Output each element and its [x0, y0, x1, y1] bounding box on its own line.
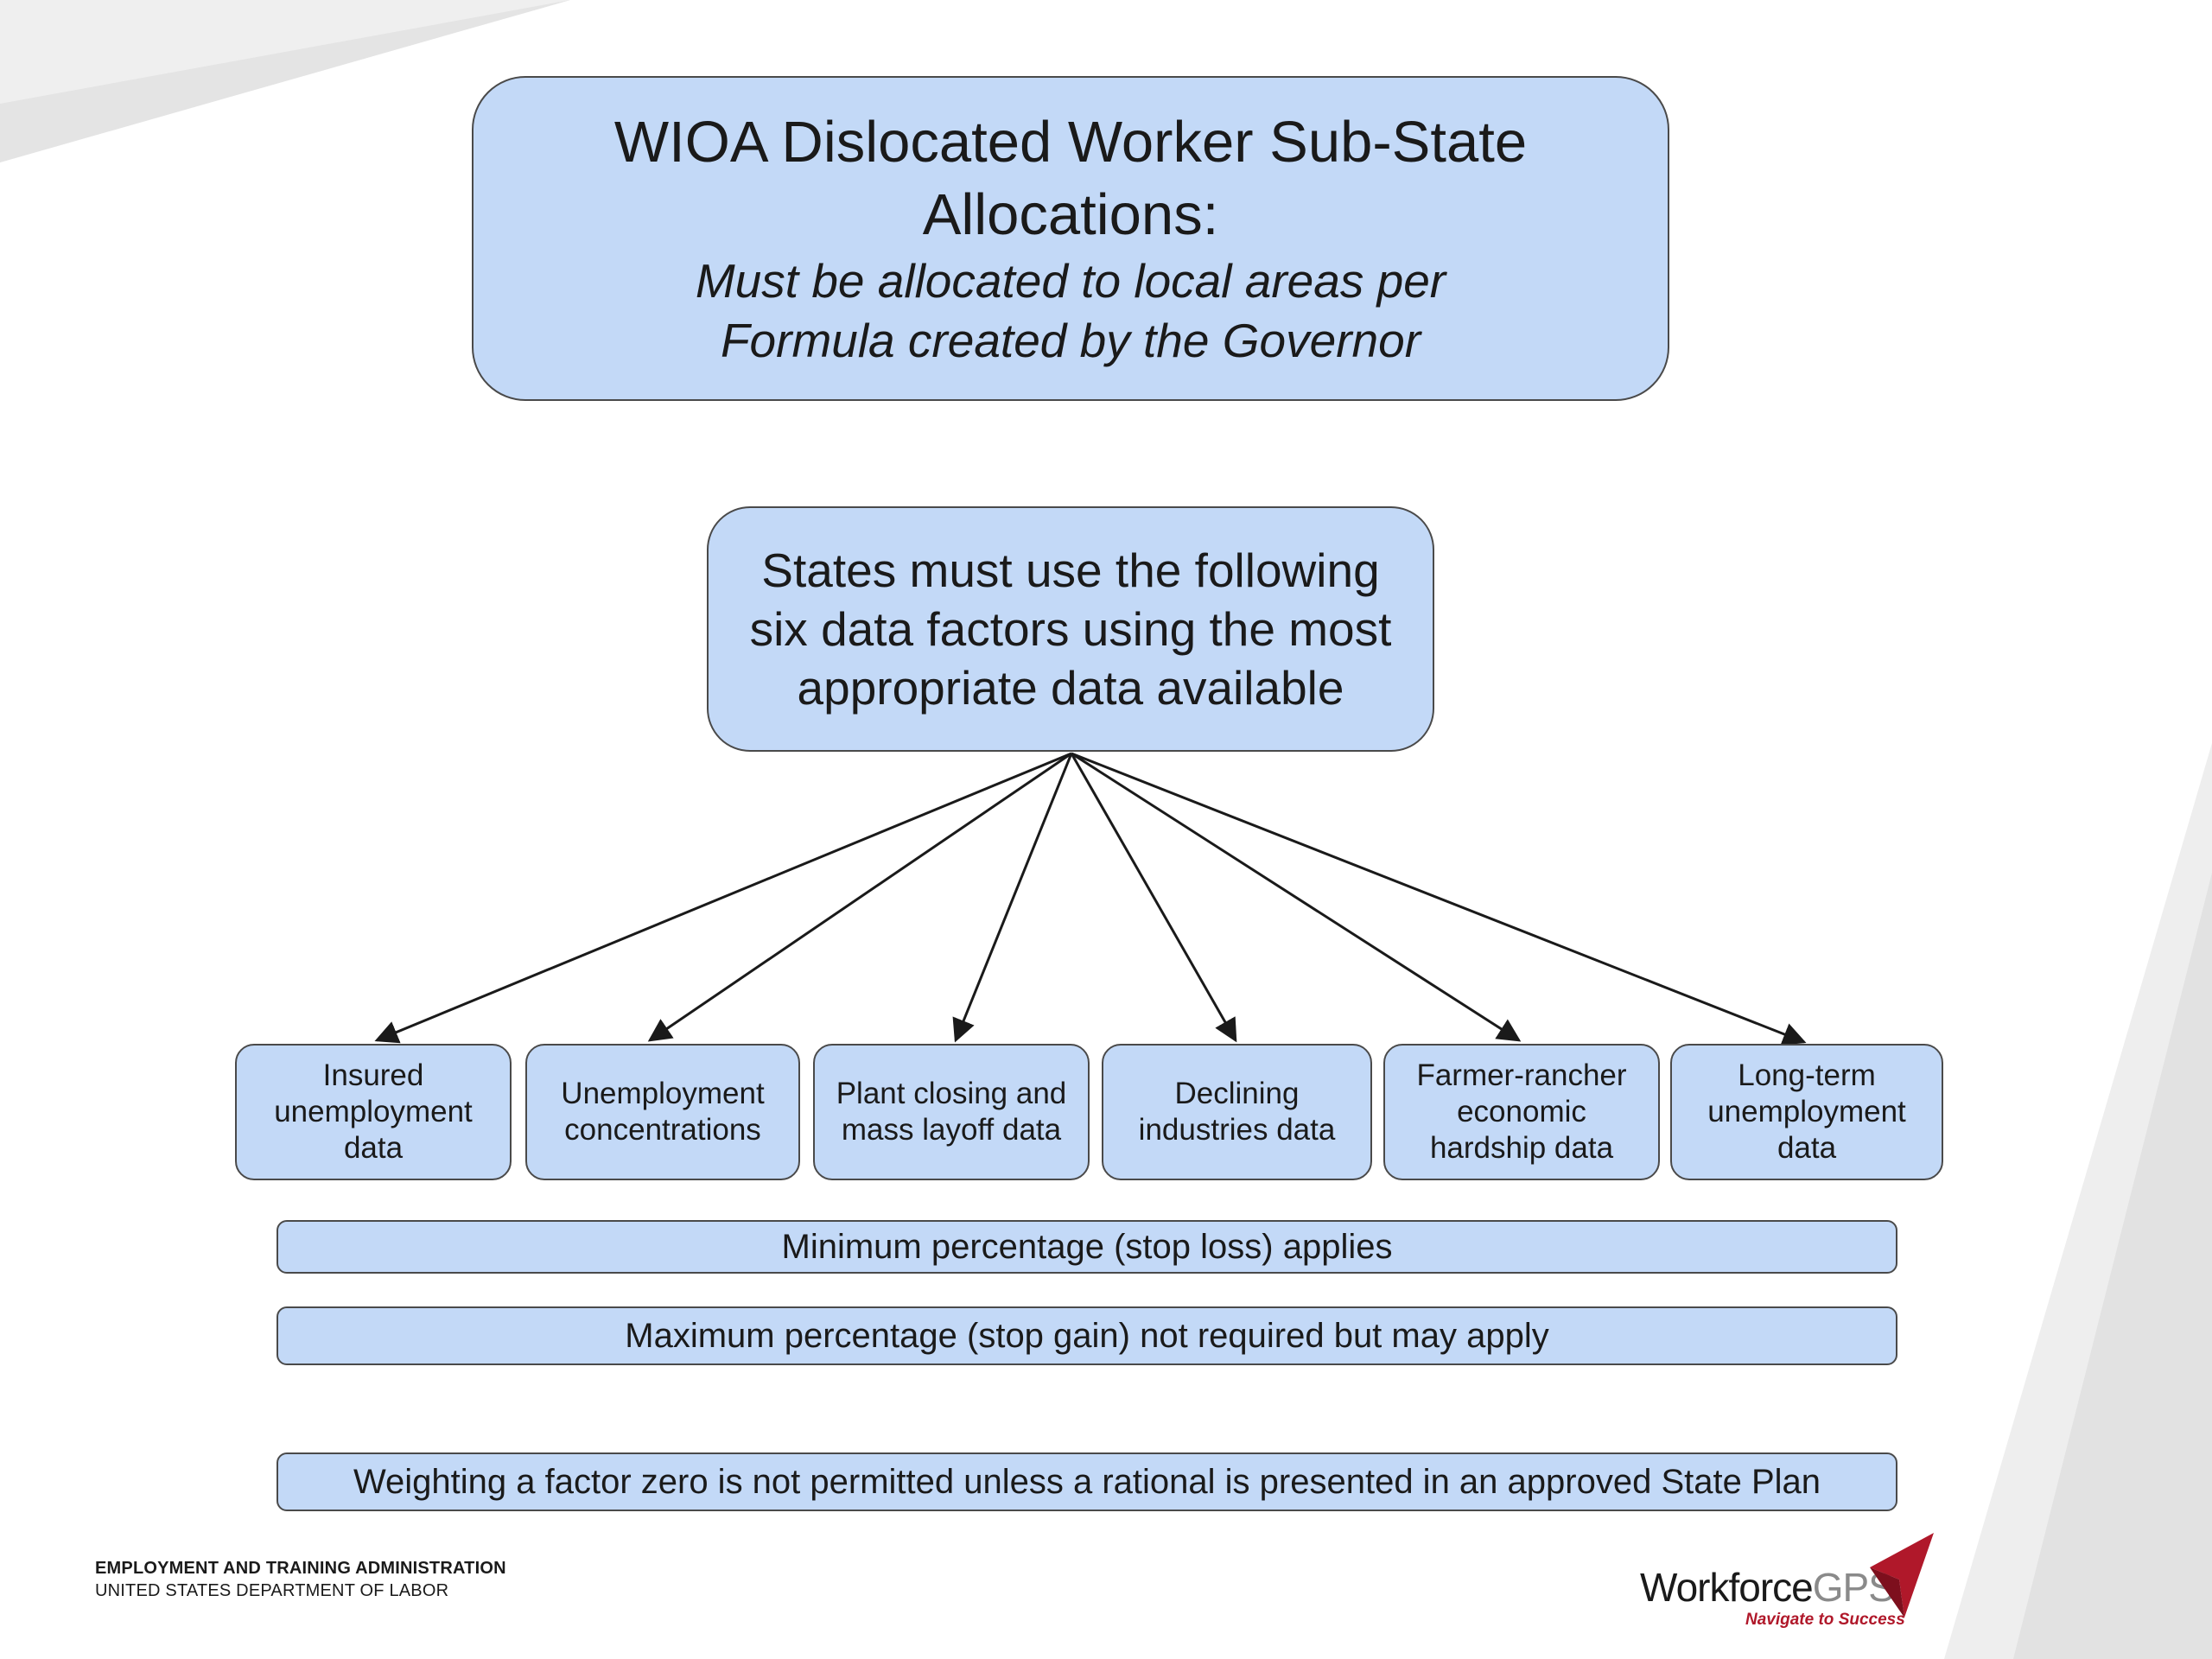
arrow-to-factor-4: [1070, 753, 1237, 1043]
factor-box-farmer-rancher: Farmer-rancher economic hardship data: [1383, 1044, 1660, 1180]
factor-box-plant-closing: Plant closing and mass layoff data: [813, 1044, 1090, 1180]
title-main: WIOA Dislocated Worker Sub-State Allocat…: [613, 110, 1528, 247]
footer-agency: EMPLOYMENT AND TRAINING ADMINISTRATION U…: [95, 1557, 506, 1602]
arrow-to-factor-1: [374, 752, 1072, 1044]
logo-arrow-icon: [1870, 1533, 1934, 1618]
factor-box-declining-industries: Declining industries data: [1102, 1044, 1372, 1180]
factor-box-insured-unemployment: Insured unemployment data: [235, 1044, 512, 1180]
factor-box-long-term-unemployment: Long-term unemployment data: [1670, 1044, 1943, 1180]
title-subtitle: Must be allocated to local areas per For…: [695, 254, 1446, 367]
logo-word: Workforce: [1640, 1565, 1814, 1610]
arrow-to-factor-3: [952, 753, 1073, 1043]
arrow-to-factor-6: [1071, 752, 1807, 1046]
arrow-to-factor-2: [647, 752, 1072, 1042]
rule-bar-stop-loss: Minimum percentage (stop loss) applies: [276, 1220, 1897, 1274]
logo-wordmark: WorkforceGPS: [1640, 1564, 1895, 1611]
arrow-to-factor-5: [1071, 752, 1522, 1042]
hub-box: States must use the following six data f…: [707, 506, 1434, 752]
rule-bar-weighting: Weighting a factor zero is not permitted…: [276, 1452, 1897, 1511]
footer-dept-name: UNITED STATES DEPARTMENT OF LABOR: [95, 1581, 449, 1600]
rule-bar-stop-gain: Maximum percentage (stop gain) not requi…: [276, 1306, 1897, 1365]
footer-org-name: EMPLOYMENT AND TRAINING ADMINISTRATION: [95, 1559, 506, 1578]
factor-box-unemployment-concentrations: Unemployment concentrations: [525, 1044, 800, 1180]
workforcegps-logo: WorkforceGPS Navigate to Success: [1640, 1531, 1934, 1633]
logo-tagline: Navigate to Success: [1745, 1611, 1905, 1629]
title-box: WIOA Dislocated Worker Sub-State Allocat…: [472, 76, 1669, 401]
